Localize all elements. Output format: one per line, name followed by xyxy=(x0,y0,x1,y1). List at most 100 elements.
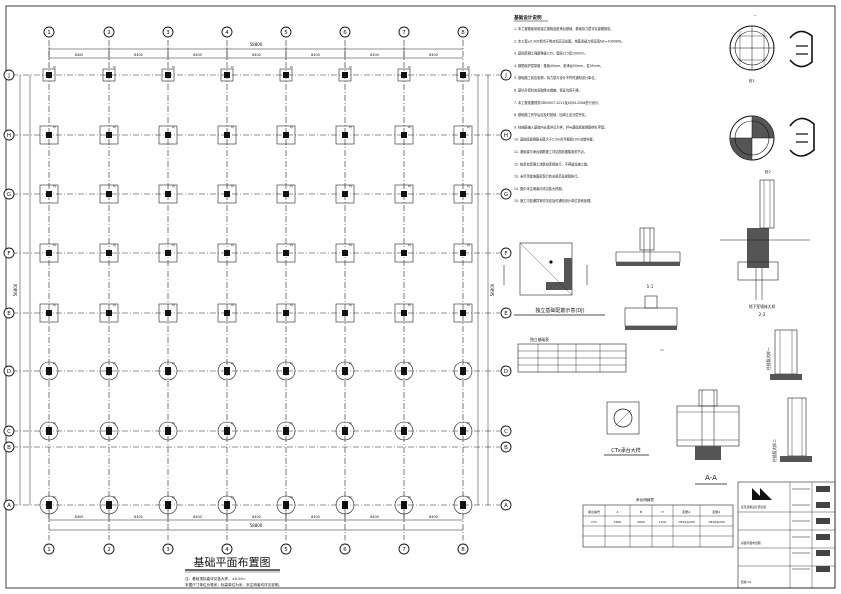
footing-D-5: DJ xyxy=(276,361,296,381)
pile-detail-1: 桩1 — xyxy=(729,13,813,83)
grid-bubble-col-8-bottom: 8 xyxy=(457,543,469,555)
footing-A-3: DJ xyxy=(158,495,178,515)
right-dimensions: 56800 xyxy=(477,75,495,505)
footing-A-1: DJ xyxy=(39,495,59,515)
pile-detail-2: 桩2 xyxy=(729,115,815,174)
svg-text:DJ: DJ xyxy=(53,421,56,425)
col-detail-2-label: 柱插筋大样一 xyxy=(766,347,771,370)
svg-text:DJ: DJ xyxy=(349,125,352,129)
table-cell: 2600 xyxy=(614,520,622,524)
table-cell: CT1 xyxy=(591,520,597,524)
table-header-cell: H xyxy=(661,510,663,514)
svg-text:7: 7 xyxy=(402,30,406,36)
footing-E-3: DJ xyxy=(158,303,178,323)
note-item: 8. 基础施工完毕后应及时回填，回填土应分层夯实。 xyxy=(514,112,588,117)
grid-bubble-row-C-left: C xyxy=(3,425,15,437)
footing-G-6: DJ xyxy=(335,184,355,204)
footing-C-4: DJ xyxy=(217,421,237,441)
footing-G-5: DJ xyxy=(276,184,296,204)
footing-D-8: DJ xyxy=(453,361,473,381)
footing-J-5: DJ xyxy=(279,65,293,82)
total-width-label-bottom: 58800 xyxy=(250,523,263,528)
footing-J-4: DJ xyxy=(220,65,234,82)
footing-D-4: DJ xyxy=(217,361,237,381)
svg-text:DJ: DJ xyxy=(290,243,293,247)
table-cell: 1100 xyxy=(659,520,667,524)
grid-bubble-row-G-left: G xyxy=(3,188,15,200)
svg-text:DJ: DJ xyxy=(349,495,352,499)
svg-text:3: 3 xyxy=(166,30,170,36)
dim-segment-3: 8400 xyxy=(193,53,202,57)
plan-note-2: 本图尺寸单位为毫米，标高单位为米，未注明者均详见说明。 xyxy=(185,582,282,587)
dim-segment-6: 8400 xyxy=(370,53,379,57)
note-item: 5. 基础施工前应验槽，持力层与设计不符时通知设计单位。 xyxy=(514,75,598,80)
dim-segment-4: 8400 xyxy=(252,53,261,57)
footing-E-5: DJ xyxy=(276,303,296,323)
svg-text:DJ: DJ xyxy=(290,125,293,129)
footing-G-7: DJ xyxy=(394,184,414,204)
svg-text:H: H xyxy=(7,133,11,139)
svg-text:DJ: DJ xyxy=(113,243,116,247)
detail-drawings: 独立基础配筋示意(DJ) 1-1 2-2 地下室墙体大样 xyxy=(503,179,812,485)
svg-text:DJ: DJ xyxy=(408,495,411,499)
table-header-cell: A xyxy=(616,510,619,514)
total-height-label-right: 56800 xyxy=(490,283,495,296)
svg-text:DJ: DJ xyxy=(231,243,234,247)
note-item: 3. 基础混凝土强度等级C35，垫层C15厚100mm。 xyxy=(514,51,588,56)
grid-bubble-row-B-right: B xyxy=(500,441,512,453)
note-item: 14. 图中未注明者均详见各大样图。 xyxy=(514,186,565,191)
footing-G-1: DJ xyxy=(39,184,59,204)
table-cell: 7Φ16@200 xyxy=(708,520,725,524)
wall-detail-label: 地下室墙体大样 xyxy=(749,304,776,309)
svg-text:DJ: DJ xyxy=(467,243,470,247)
svg-text:J: J xyxy=(504,73,507,79)
footing-J-1: DJ xyxy=(42,65,56,82)
note-item: 7. 本工程依据规范GB50007-2011及JGJ94-2008进行设计。 xyxy=(514,100,601,105)
footing-C-3: DJ xyxy=(158,421,178,441)
dim-segment-5: 8400 xyxy=(311,53,320,57)
footing-C-2: DJ xyxy=(99,421,119,441)
footing-C-8: DJ xyxy=(453,421,473,441)
svg-text:D: D xyxy=(504,369,508,375)
svg-text:2: 2 xyxy=(107,547,111,553)
footing-C-6: DJ xyxy=(335,421,355,441)
svg-text:DJ: DJ xyxy=(231,421,234,425)
svg-text:DJ: DJ xyxy=(53,243,56,247)
plan-note-1: 注：基础顶标高详见各大样，±0.00= xyxy=(185,576,246,581)
note-item: 13. 未尽事宜按国家现行有关规范及规程执行。 xyxy=(514,174,581,179)
grid-bubble-col-7-top: 7 xyxy=(398,26,410,38)
svg-text:DJ: DJ xyxy=(53,495,56,499)
grid-bubble-col-6-bottom: 6 xyxy=(339,543,351,555)
grid-bubble-col-5-bottom: 5 xyxy=(280,543,292,555)
svg-text:DJ: DJ xyxy=(231,361,234,365)
footing-C-7: DJ xyxy=(394,421,414,441)
pile-detail-1-label: 桩1 xyxy=(749,78,755,83)
svg-text:DJ: DJ xyxy=(113,495,116,499)
grid-bubble-col-6-top: 6 xyxy=(339,26,351,38)
svg-text:4: 4 xyxy=(225,547,229,553)
svg-text:5: 5 xyxy=(284,547,288,553)
dim-segment-5: 8400 xyxy=(311,515,320,519)
svg-text:DJ: DJ xyxy=(231,184,234,188)
svg-text:DJ: DJ xyxy=(349,243,352,247)
footing-G-8: DJ xyxy=(453,184,473,204)
footing-F-6: DJ xyxy=(335,243,355,263)
footing-J-2: DJ xyxy=(102,65,116,82)
footing-E-8: DJ xyxy=(453,303,473,323)
note-item: 6. 基坑开挖时应采取降水措施，保证坑底干燥。 xyxy=(514,88,582,93)
svg-text:C: C xyxy=(504,429,508,435)
footing-H-1: DJ xyxy=(39,125,59,145)
svg-text:G: G xyxy=(504,192,508,198)
note-item: 4. 钢筋保护层厚度：基础40mm，桩承台50mm，柱35mm。 xyxy=(514,63,603,68)
svg-text:DJ: DJ xyxy=(53,361,56,365)
footing-D-1: DJ xyxy=(39,361,59,381)
svg-text:DJ: DJ xyxy=(408,361,411,365)
grid-bubble-col-5-top: 5 xyxy=(280,26,292,38)
grid-bubble-row-F-left: F xyxy=(3,247,15,259)
footing-F-4: DJ xyxy=(217,243,237,263)
sheet-number: 结施-01 xyxy=(741,580,751,584)
svg-text:DJ: DJ xyxy=(113,184,116,188)
svg-text:DJ: DJ xyxy=(290,421,293,425)
grid-bubble-row-H-left: H xyxy=(3,129,15,141)
